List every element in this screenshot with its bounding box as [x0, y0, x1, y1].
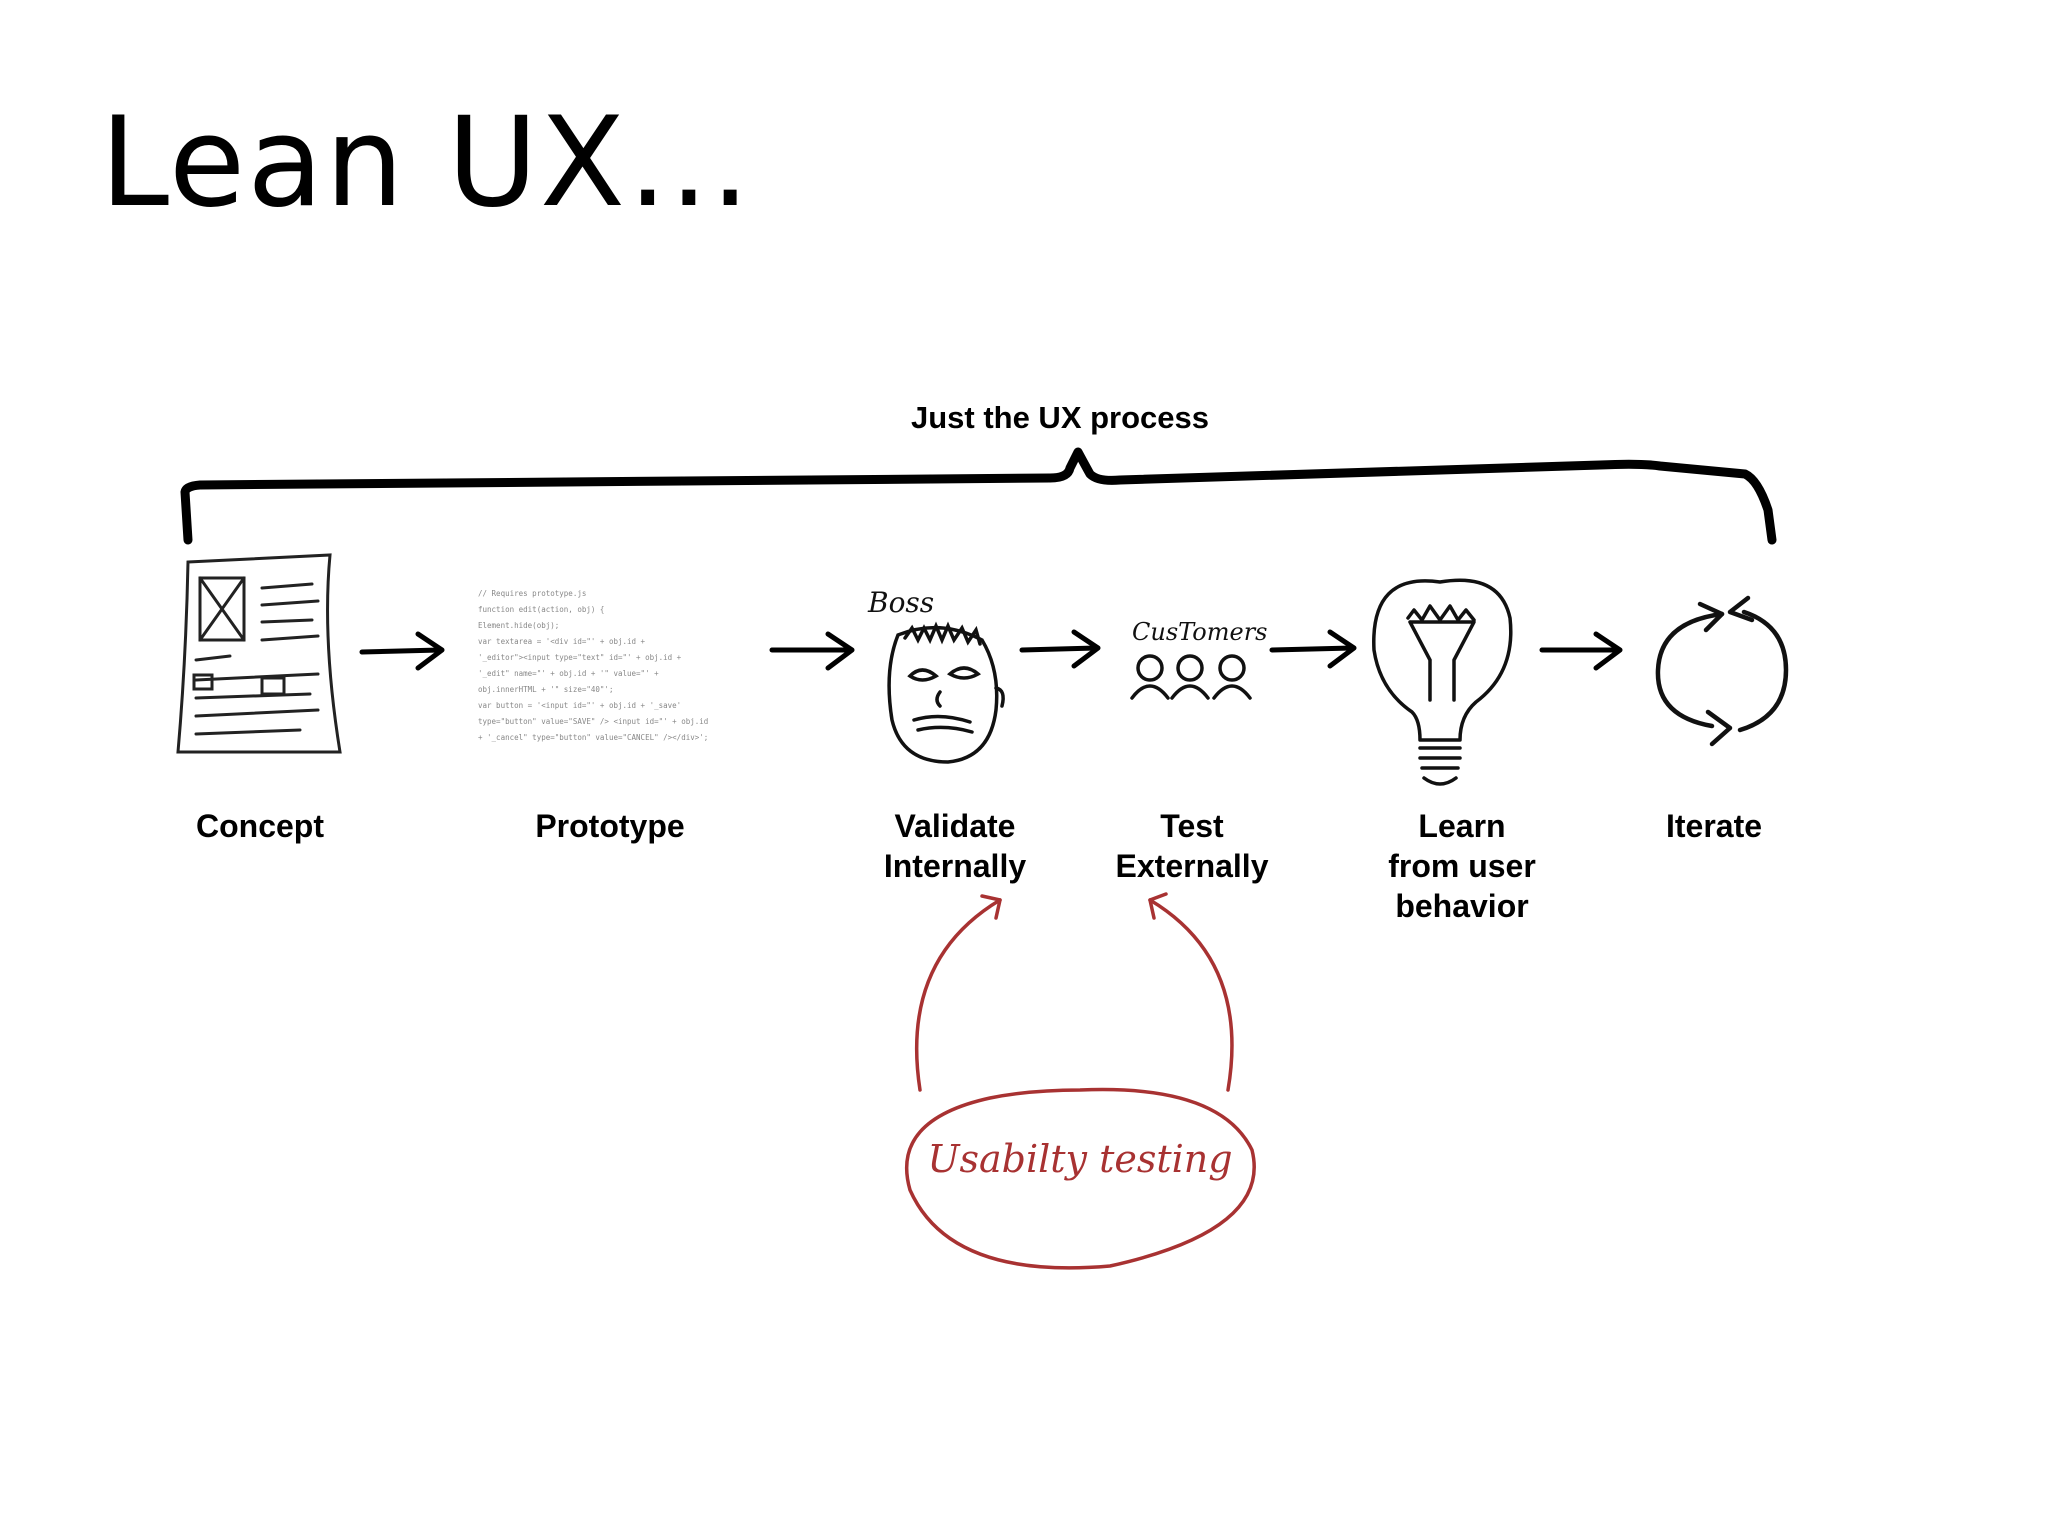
customers-sketch-icon: CusTomers	[1130, 618, 1267, 700]
code-line: obj.innerHTML + '" size="40"';	[478, 685, 613, 694]
arrow-2	[769, 631, 855, 671]
usability-arrow-left	[914, 898, 1002, 1092]
bracket-label: Just the UX process	[911, 400, 1209, 435]
code-line: '_edit" name="' + obj.id + '" value="' +	[478, 669, 659, 678]
step-label-learn: Learn from user behavior	[1362, 806, 1562, 926]
usability-arrowhead-right	[1148, 892, 1168, 920]
slide-title: Lean UX…	[100, 91, 753, 235]
learn-line-2: from user	[1388, 848, 1536, 884]
step-label-iterate: Iterate	[1665, 808, 1763, 844]
usability-ellipse	[904, 1087, 1256, 1270]
validate-line-2: Internally	[883, 848, 1027, 884]
customers-caption: CusTomers	[1132, 618, 1267, 646]
flow-arrows	[359, 629, 1623, 671]
boss-face-sketch-icon: Boss	[867, 586, 1005, 764]
code-line: // Requires prototype.js	[478, 589, 586, 598]
step-label-validate: Validate Internally	[855, 806, 1055, 886]
newspaper-sketch-icon	[176, 553, 342, 754]
usability-arrowhead-left	[980, 894, 1002, 920]
arrow-1	[359, 631, 445, 671]
test-line-1: Test	[1160, 808, 1224, 844]
usability-loop	[904, 892, 1256, 1270]
code-line: Element.hide(obj);	[478, 621, 559, 630]
learn-line-3: behavior	[1395, 888, 1529, 924]
code-line: var button = '<input id="' + obj.id + '_…	[478, 701, 681, 710]
code-line: function edit(action, obj) {	[478, 605, 604, 614]
code-line: var textarea = '<div id="' + obj.id +	[478, 637, 646, 646]
usability-arrow-right	[1148, 898, 1234, 1092]
code-line: + '_cancel" type="button" value="CANCEL"…	[478, 733, 708, 742]
arrow-3	[1019, 629, 1101, 669]
validate-line-1: Validate	[894, 808, 1016, 844]
usability-label: Usabilty testing	[927, 1137, 1232, 1181]
lightbulb-sketch-icon	[1372, 578, 1513, 786]
process-bracket	[180, 447, 1777, 545]
arrow-5	[1539, 631, 1623, 671]
step-label-prototype: Prototype	[535, 808, 685, 844]
code-line: '_editor"><input type="text" id="' + obj…	[478, 653, 682, 662]
code-snippet-icon: // Requires prototype.js function edit(ac…	[478, 589, 708, 742]
step-label-test: Test Externally	[1092, 806, 1292, 886]
boss-caption: Boss	[867, 586, 934, 619]
test-line-2: Externally	[1115, 848, 1269, 884]
arrow-4	[1269, 629, 1357, 669]
code-line: type="button" value="SAVE" /> <input id=…	[478, 717, 708, 726]
step-label-concept: Concept	[196, 808, 324, 844]
learn-line-1: Learn	[1418, 808, 1506, 844]
cycle-arrows-icon	[1655, 595, 1789, 747]
